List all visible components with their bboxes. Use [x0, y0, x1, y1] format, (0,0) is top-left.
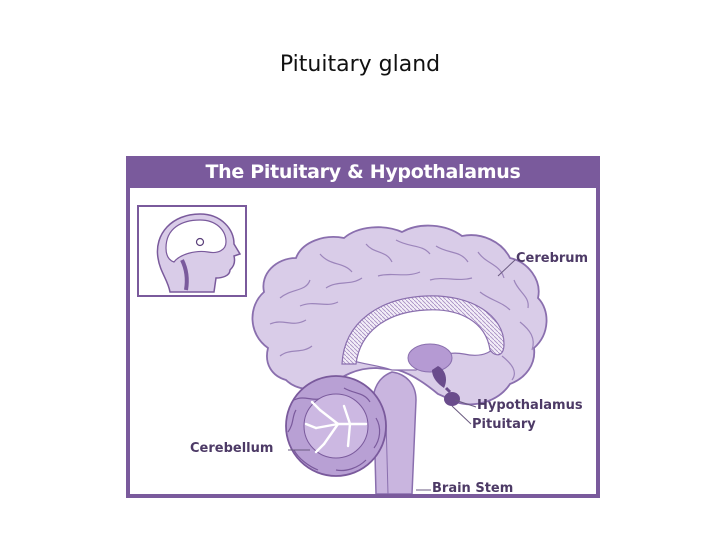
figure-header: The Pituitary & Hypothalamus — [205, 161, 521, 183]
label-pituitary: Pituitary — [472, 417, 536, 432]
label-leader-lines — [288, 259, 516, 491]
brain-diagram-figure: The Pituitary & Hypothalamus — [126, 156, 600, 498]
figure-body: Cerebrum Hypothalamus Pituitary Cerebell… — [130, 188, 596, 496]
head-profile-icon — [137, 205, 247, 297]
label-brain-stem: Brain Stem — [432, 481, 514, 496]
hypothalamus-structure — [432, 366, 446, 388]
label-cerebrum: Cerebrum — [516, 251, 589, 266]
pituitary-structure — [444, 386, 460, 406]
label-hypothalamus: Hypothalamus — [477, 398, 583, 413]
cerebrum — [251, 224, 548, 406]
slide-title: Pituitary gland — [279, 52, 441, 77]
brain-illustration — [137, 205, 548, 494]
label-cerebellum: Cerebellum — [190, 441, 274, 456]
cerebellum — [285, 375, 387, 477]
